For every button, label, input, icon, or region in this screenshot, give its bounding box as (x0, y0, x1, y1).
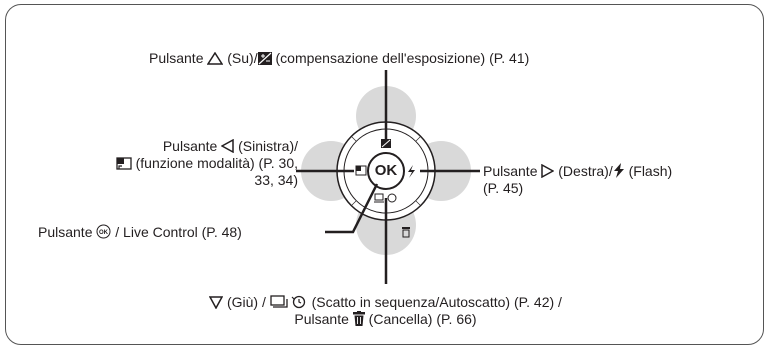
down-line1: (Giù) / (Scatto in sequenza/Autoscatto) … (0, 294, 771, 311)
left-line2: (funzione modalità) (P. 30, (104, 155, 298, 172)
up-suffix: (compensazione dell'esposizione) (P. 41) (275, 50, 530, 66)
right-line2: (P. 45) (483, 180, 524, 196)
triangle-down-icon (208, 294, 224, 311)
ok-leader (325, 183, 379, 234)
down-line2: Pulsante (Cancella) (P. 66) (0, 311, 771, 328)
down-line1-text: (Scatto in sequenza/Autoscatto) (P. 42) … (311, 294, 562, 310)
left-line2-text: (funzione modalità) (P. 30, (135, 155, 298, 171)
left-prefix: Pulsante (162, 138, 218, 154)
ok-button-circle (367, 152, 405, 190)
ok-prefix: Pulsante (38, 224, 93, 240)
up-prefix: Pulsante (149, 50, 204, 66)
sequential-shooting-self-timer-icon (270, 294, 308, 311)
label-ok-button: Pulsante OK / Live Control (P. 48) (38, 224, 242, 241)
triangle-left-icon (220, 138, 234, 155)
leader-lines (296, 70, 480, 284)
down-suffix: (Cancella) (P. 66) (368, 311, 477, 327)
right-line1: Pulsante (Destra)/ (Flash) (483, 163, 672, 180)
label-down-button: (Giù) / (Scatto in sequenza/Autoscatto) … (0, 294, 771, 328)
trash-icon (352, 311, 365, 328)
down-mid: (Giù) / (226, 294, 266, 310)
mode-icon-on-dial (355, 165, 367, 176)
exposure-compensation-icon (257, 50, 272, 67)
dial-ok-label: OK (374, 162, 398, 179)
right-mid: (Destra)/ (558, 163, 613, 179)
flash-icon-on-dial (408, 165, 415, 178)
right-suffix: (Flash) (628, 163, 673, 179)
down-prefix: Pulsante (294, 311, 349, 327)
trash-icon-on-dial (402, 227, 410, 238)
up-text: (Su)/ (227, 50, 258, 66)
figure-frame (5, 4, 764, 345)
label-up-button: Pulsante (Su)/ (compensazione dell'espos… (149, 50, 529, 67)
ok-suffix: / Live Control (P. 48) (115, 224, 242, 240)
flash-icon (613, 163, 625, 180)
left-suffix: (Sinistra)/ (238, 138, 298, 154)
right-prefix: Pulsante (483, 163, 538, 179)
label-left-button: Pulsante (Sinistra)/ (funzione modalità)… (104, 138, 298, 189)
exposure-icon-on-dial (381, 139, 391, 148)
triangle-right-icon (541, 163, 555, 180)
triangle-up-icon (207, 50, 224, 67)
svg-text:OK: OK (99, 230, 109, 236)
sequential-self-timer-icon-on-dial (374, 193, 397, 203)
ok-circle-icon: OK (96, 224, 111, 241)
label-right-button: Pulsante (Destra)/ (Flash) (P. 45) (483, 163, 672, 197)
left-line1: Pulsante (Sinistra)/ (104, 138, 298, 155)
mode-function-icon (116, 155, 132, 172)
left-line3: 33, 34) (254, 172, 298, 188)
